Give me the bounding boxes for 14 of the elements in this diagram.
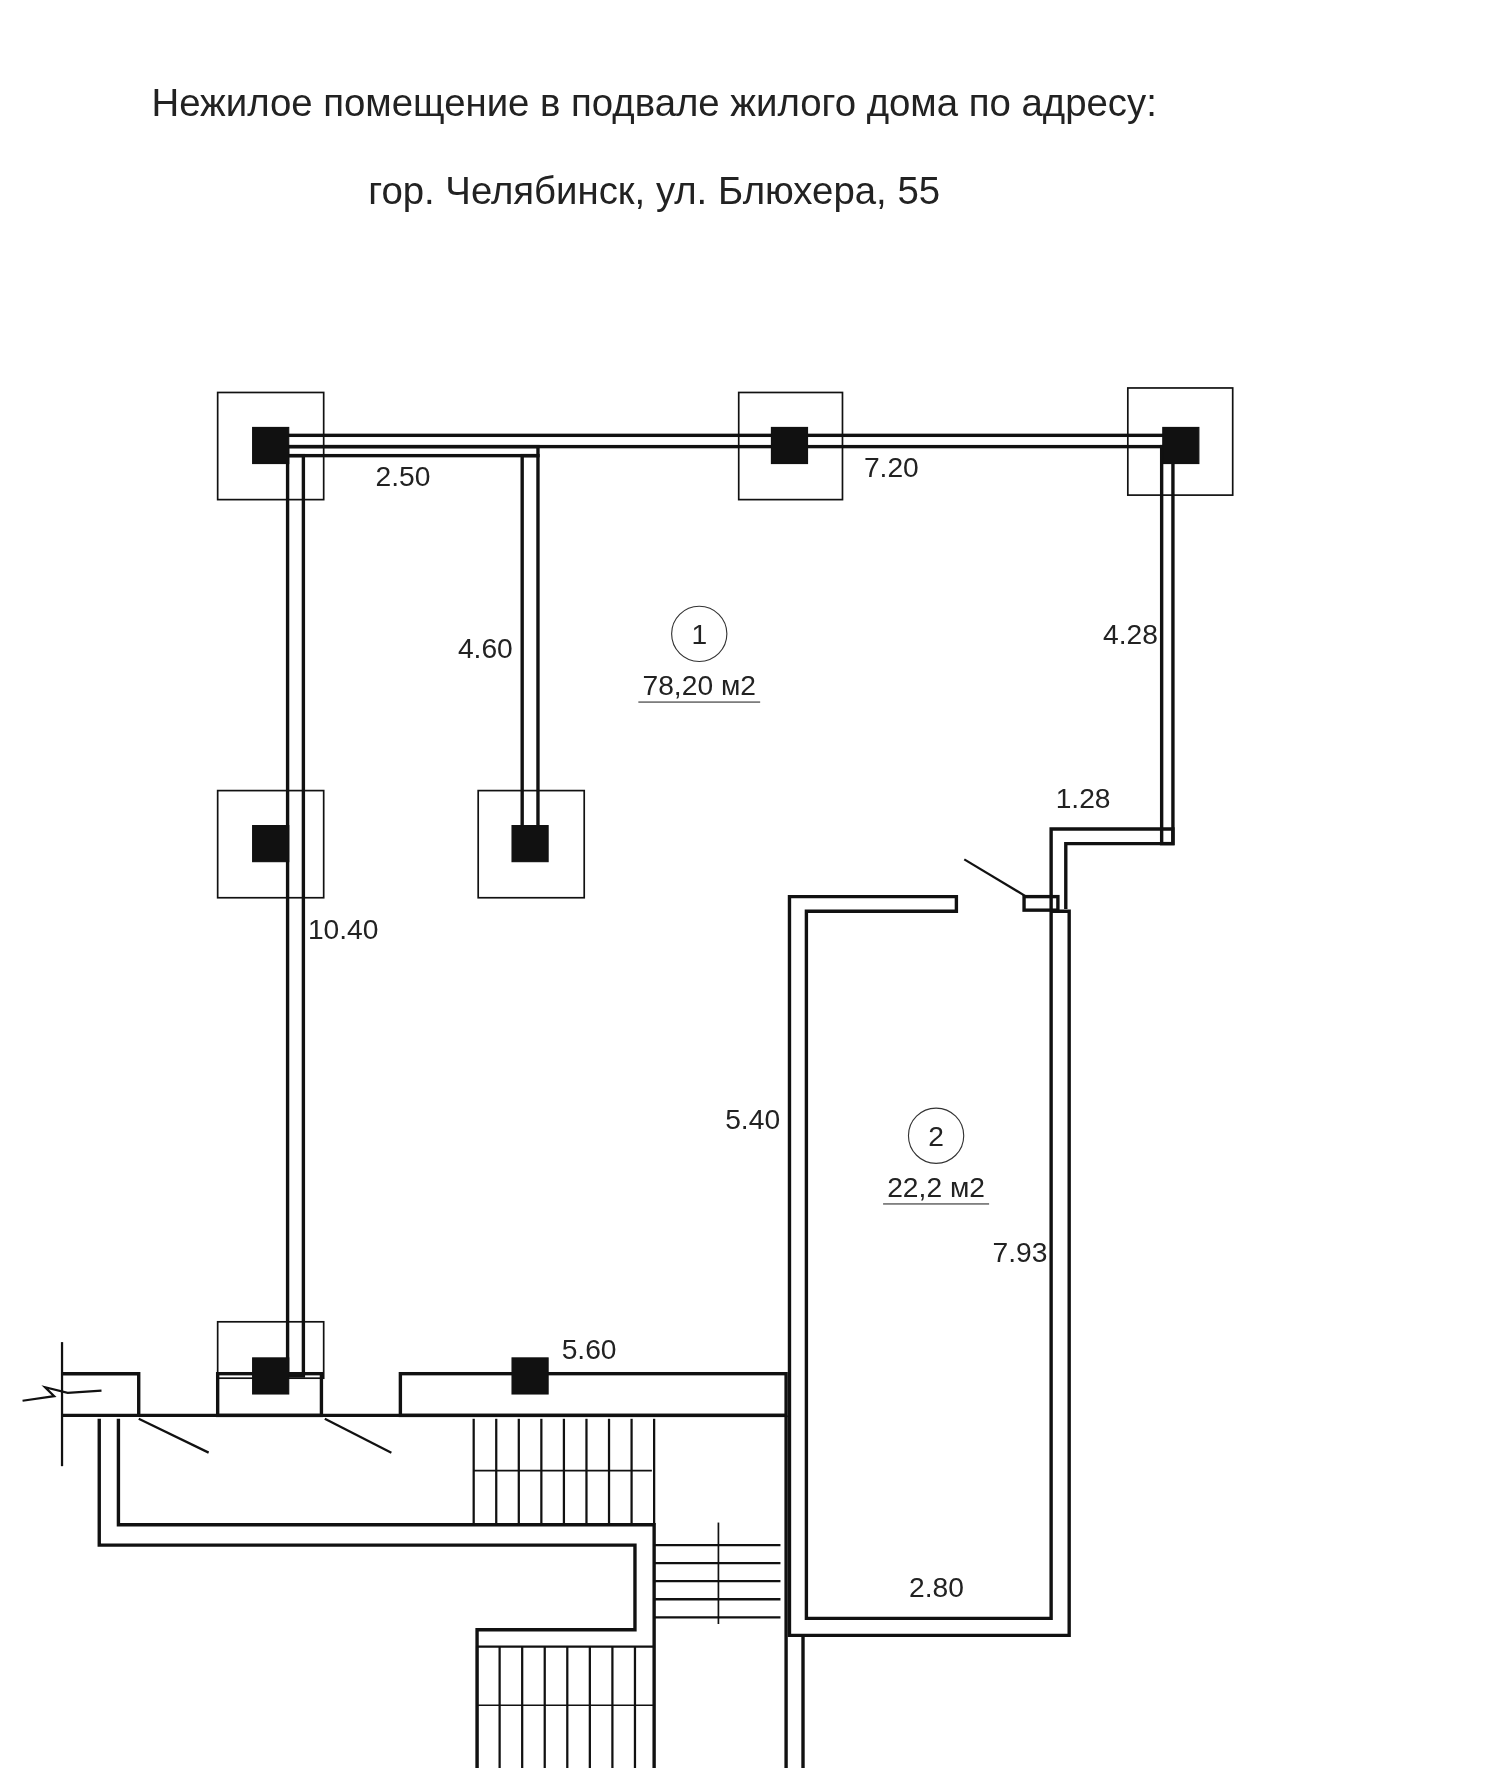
dimension-label: 4.60 bbox=[457, 631, 513, 665]
dimension-label: 5.40 bbox=[725, 1103, 781, 1136]
dimension-label: 1.28 bbox=[1055, 781, 1111, 815]
dimension-label: 7.20 bbox=[863, 451, 919, 484]
dimension-label: 10.40 bbox=[307, 913, 379, 947]
room-number: 2 bbox=[907, 1107, 965, 1164]
dimension-label: 2.80 bbox=[909, 1571, 964, 1604]
dimension-label: 7.93 bbox=[992, 1236, 1048, 1269]
dimension-label: 2.50 bbox=[375, 460, 431, 493]
dimension-label: 5.60 bbox=[561, 1333, 617, 1366]
area-label: 22,2 м2 bbox=[882, 1170, 990, 1205]
dimension-label: 4.28 bbox=[1103, 618, 1158, 651]
title: Нежилое помещение в подвале жилого дома по адресу: гор. Челябинск, ул. Блюхера, 55 bbox=[150, 80, 1158, 215]
area-label: 78,20 м2 bbox=[638, 668, 761, 703]
